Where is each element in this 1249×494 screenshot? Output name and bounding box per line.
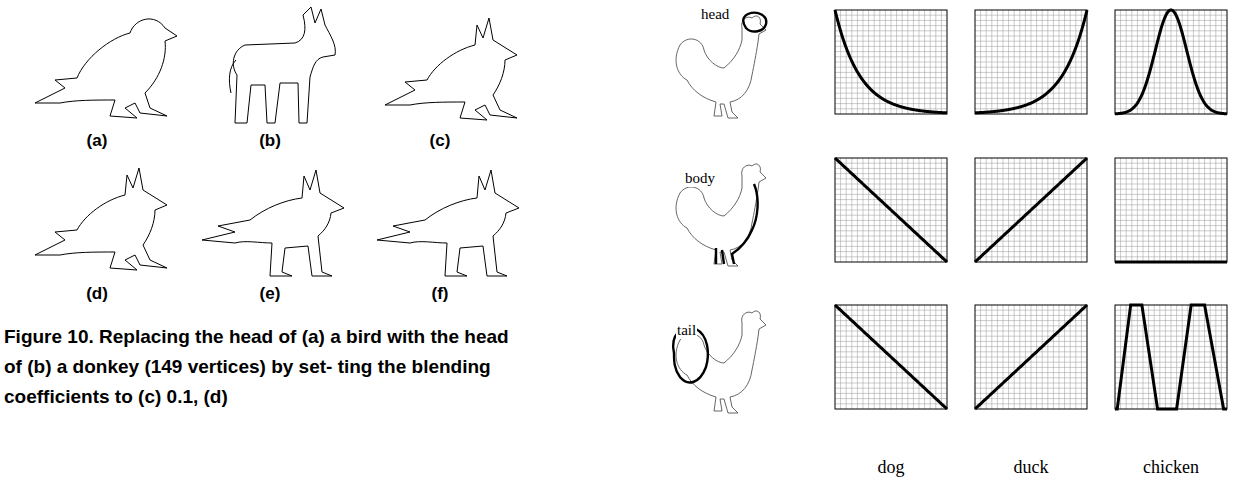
animal-outline (202, 170, 344, 276)
animal-outline (35, 168, 167, 270)
plot-frame (835, 10, 947, 114)
plot-grid (1115, 10, 1227, 114)
rooster-figure (676, 164, 766, 266)
rooster-figure (673, 311, 766, 413)
weight-plot (1115, 158, 1227, 262)
weight-curve (975, 158, 1087, 262)
weight-curve (1115, 305, 1227, 409)
weight-curve (1115, 261, 1227, 264)
plot-grid (835, 158, 947, 262)
column-label: dog (878, 458, 905, 478)
part-highlight (716, 184, 758, 264)
plot-frame (1115, 10, 1227, 114)
plot-grid (975, 158, 1087, 262)
plot-frame (975, 305, 1087, 409)
subfigure-label: (f) (432, 285, 449, 304)
part-label: tail (676, 322, 697, 339)
subfigure-label: (b) (259, 132, 281, 151)
weight-plot (835, 305, 947, 409)
plot-grid (975, 305, 1087, 409)
animal-outline (35, 19, 177, 118)
weight-plot (975, 305, 1087, 409)
subfigure-label: (d) (86, 285, 108, 304)
weight-plot (975, 10, 1087, 114)
plot-frame (835, 305, 947, 409)
plot-grid (1115, 158, 1227, 262)
animal-outline (385, 18, 517, 120)
part-label: head (700, 6, 730, 23)
animal-outline (377, 170, 519, 276)
plot-frame (975, 10, 1087, 114)
subfigure-label: (a) (87, 132, 108, 151)
weight-curve (835, 305, 947, 409)
column-label: chicken (1143, 458, 1199, 478)
plot-grid (835, 305, 947, 409)
weight-curve (975, 305, 1087, 409)
plot-frame (975, 158, 1087, 262)
rooster-figure (676, 13, 766, 118)
weight-plot (1115, 305, 1227, 409)
subfigure-label: (e) (260, 285, 281, 304)
animal-outlines (35, 7, 519, 276)
part-highlight (743, 13, 766, 32)
rooster-outline (676, 164, 766, 266)
weight-curve (835, 10, 947, 113)
plot-frame (835, 158, 947, 262)
plot-grid (1115, 305, 1227, 409)
animal-outline (229, 7, 335, 123)
plot-grid (975, 10, 1087, 114)
part-label: body (684, 170, 716, 187)
plot-grid (835, 10, 947, 114)
weight-curve (835, 158, 947, 262)
column-label: duck (1014, 458, 1049, 478)
weight-plot (835, 158, 947, 262)
plot-frame (1115, 305, 1227, 409)
weight-plot (1115, 10, 1227, 114)
figure-caption: Figure 10. Replacing the head of (a) a b… (4, 322, 519, 412)
weight-plot (975, 158, 1087, 262)
weight-plot (835, 10, 947, 114)
weight-curve (1115, 10, 1227, 114)
subfigure-label: (c) (430, 132, 451, 151)
rooster-outline (676, 311, 766, 413)
weight-curve (975, 10, 1087, 113)
plot-frame (1115, 158, 1227, 262)
